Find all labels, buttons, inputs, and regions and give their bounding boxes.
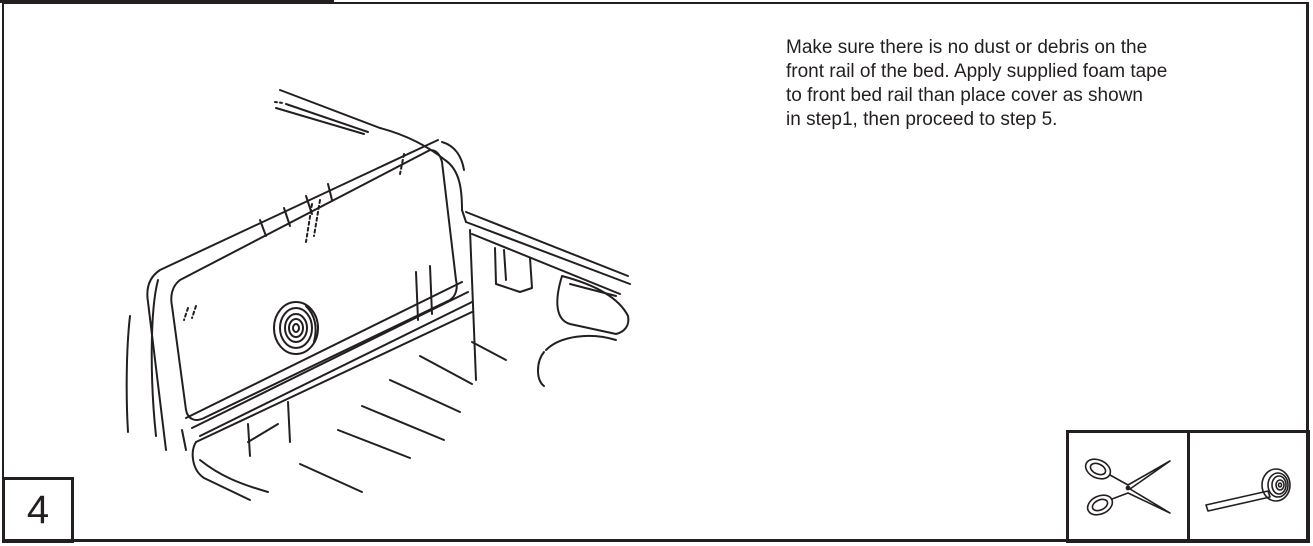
- instruction-line: front rail of the bed. Apply supplied fo…: [786, 60, 1306, 84]
- required-tools-panel: [1066, 430, 1310, 543]
- foam-tape-roll-icon: [1198, 447, 1298, 527]
- instruction-text: Make sure there is no dust or debris on …: [786, 36, 1306, 132]
- scissors-icon: [1078, 447, 1178, 527]
- step-number-box: 4: [2, 477, 74, 543]
- instruction-line: to front bed rail than place cover as sh…: [786, 84, 1306, 108]
- tool-cell-scissors: [1069, 433, 1187, 540]
- tool-cell-foam-tape: [1187, 433, 1308, 540]
- instruction-line: Make sure there is no dust or debris on …: [786, 36, 1306, 60]
- instruction-line: in step1, then proceed to step 5.: [786, 108, 1306, 132]
- step-number: 4: [27, 488, 49, 532]
- truck-bed-illustration: [100, 80, 660, 510]
